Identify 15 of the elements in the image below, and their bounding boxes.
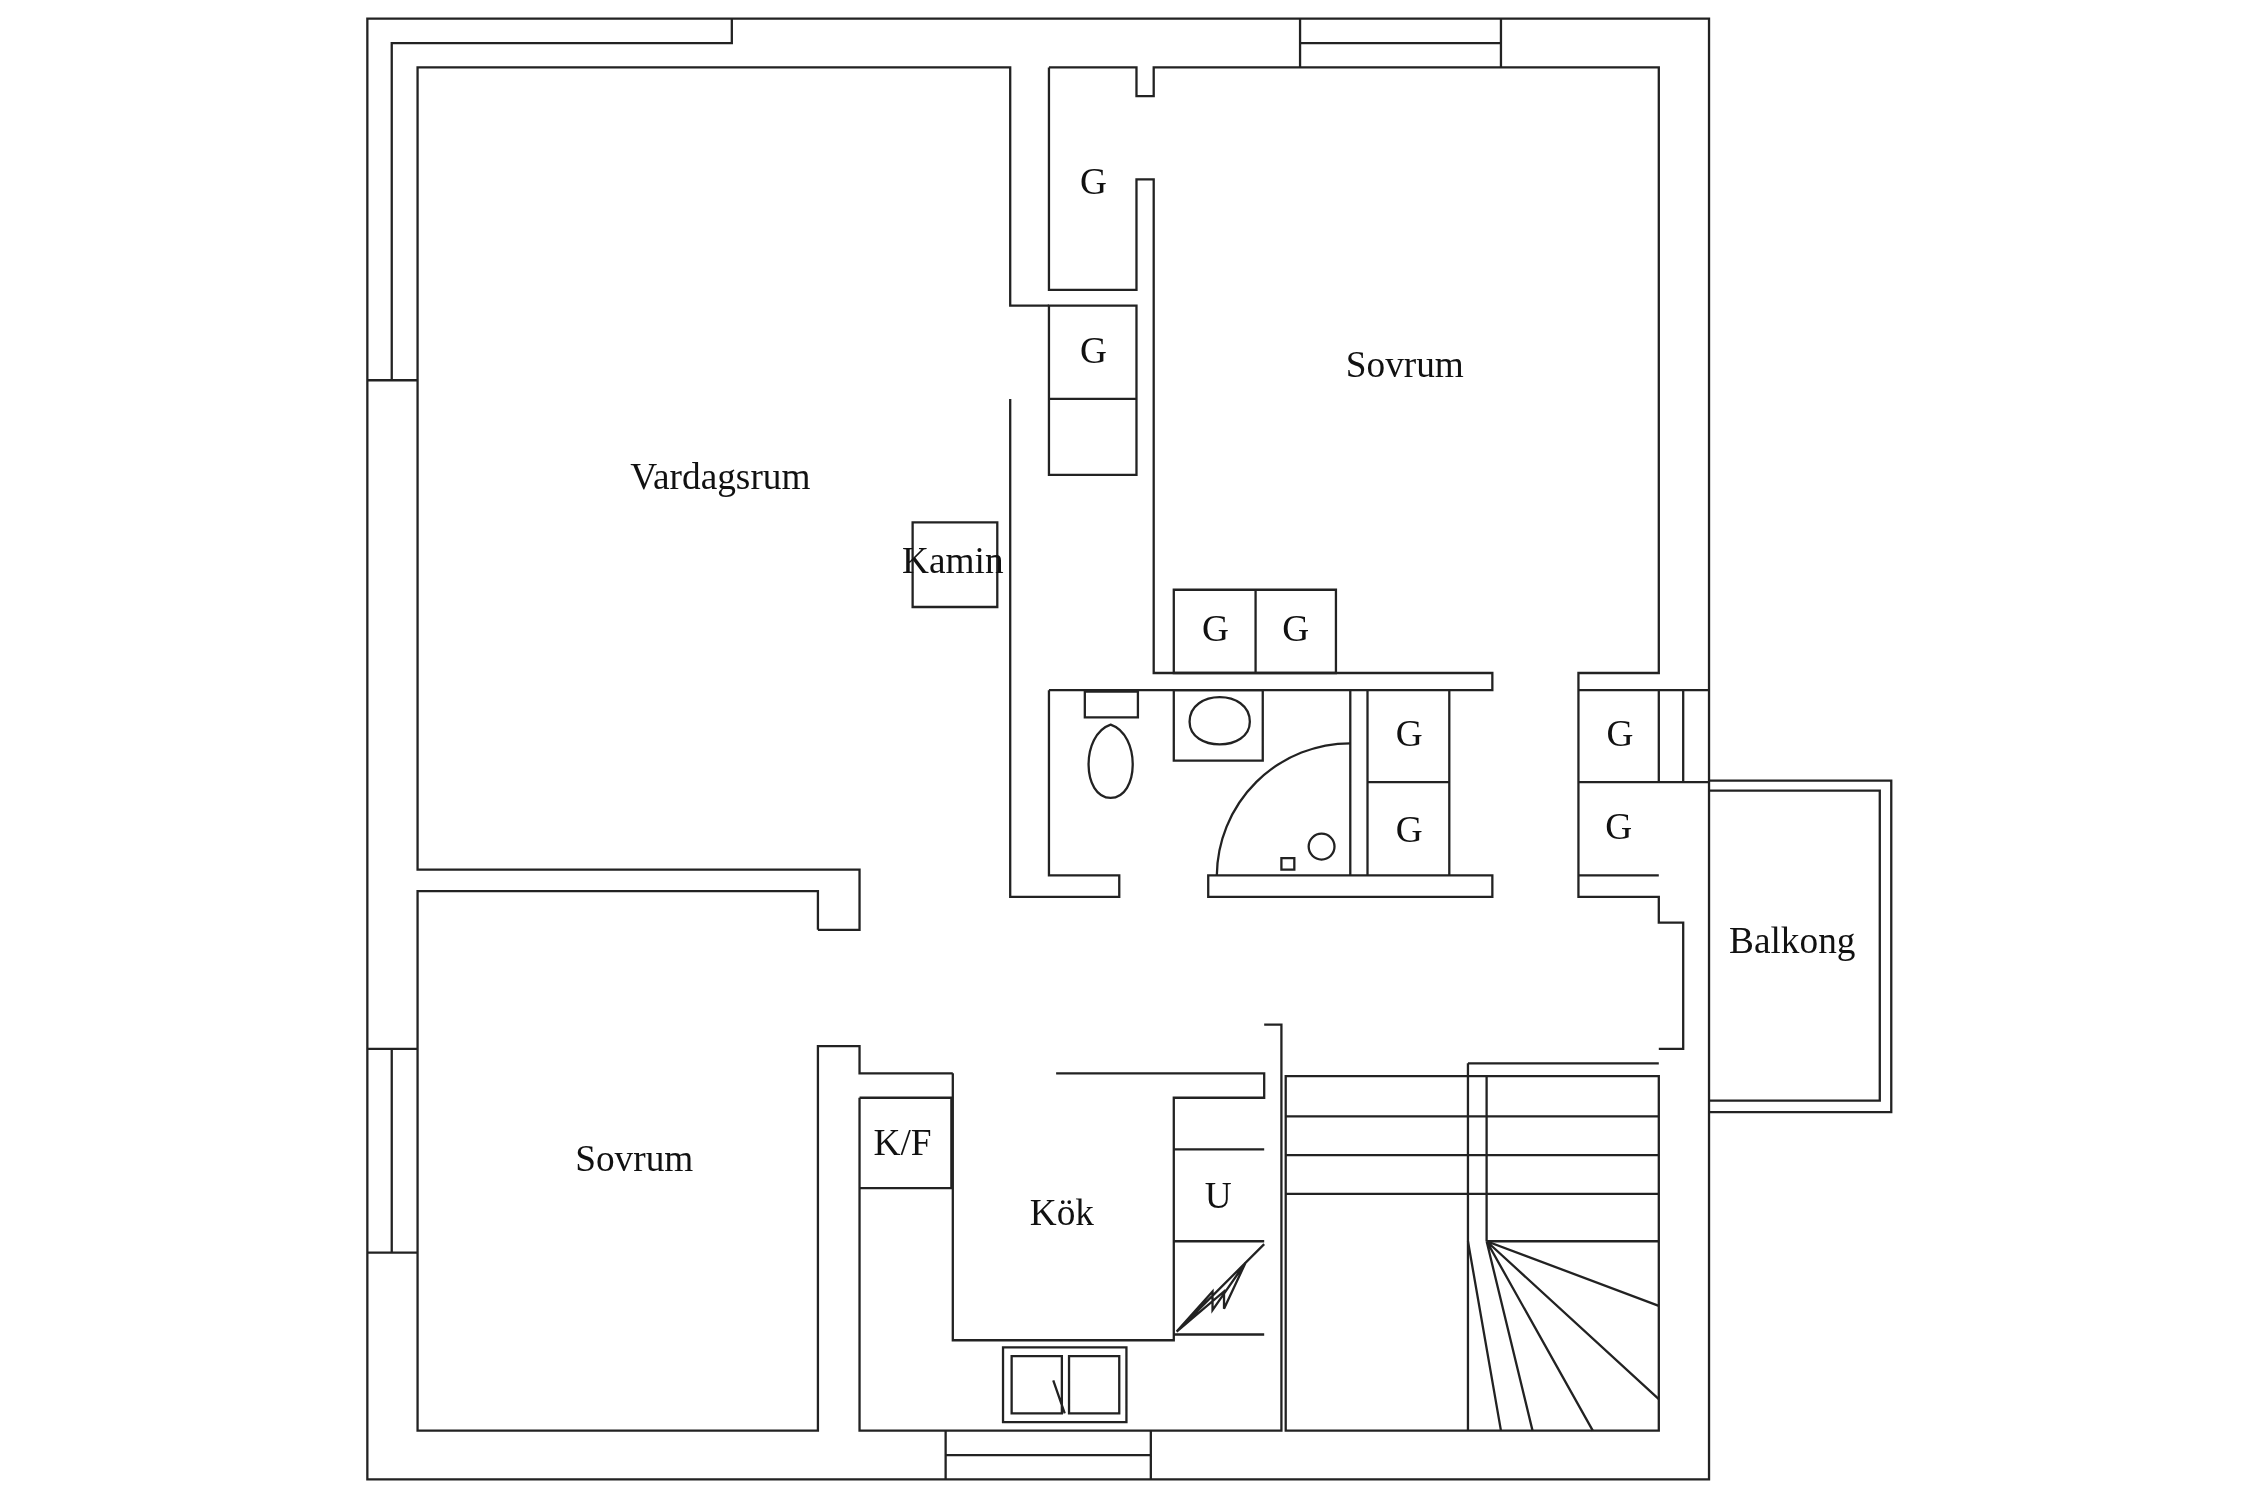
storage-label: G [1395,716,1423,754]
appliance-label: U [1204,1178,1232,1216]
storage-label: G [1201,611,1229,649]
storage-label: G [1079,332,1107,371]
storage-label: G [1605,809,1633,847]
storage-label: G [1395,812,1423,850]
storage-label: G [1282,611,1310,649]
room-label: Vardagsrum [630,459,811,497]
room-label: Sovrum [1345,347,1464,385]
appliance-label: K/F [873,1125,932,1163]
room-label: Kök [1029,1195,1094,1233]
storage-label: G [1606,716,1634,754]
room-label: Sovrum [575,1140,694,1179]
room-label: Balkong [1729,922,1856,960]
storage-label: G [1079,163,1107,201]
